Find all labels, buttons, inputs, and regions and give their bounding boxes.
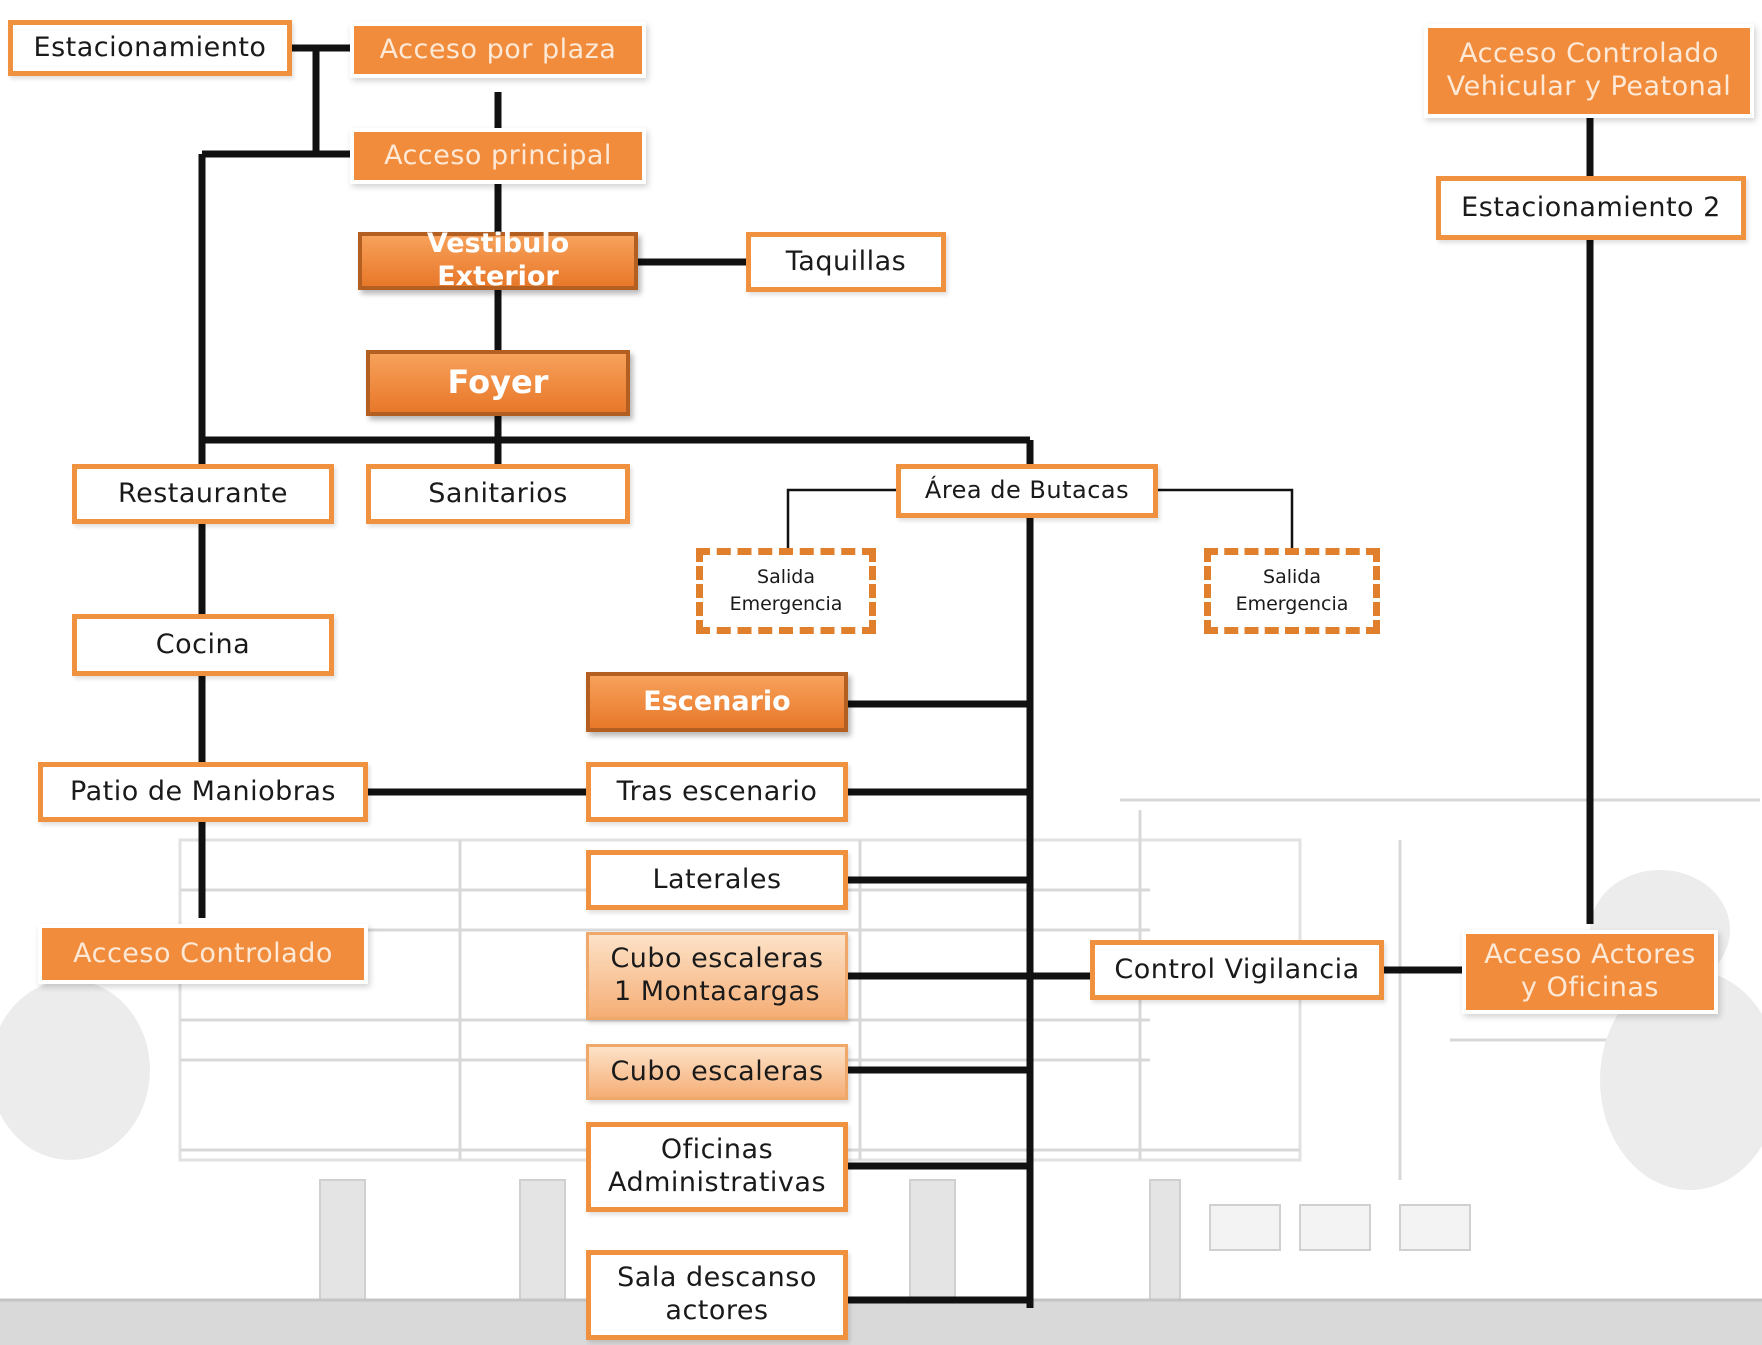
control-vigilancia-box: Control Vigilancia (1090, 940, 1384, 1000)
estacionamiento-2-box: Estacionamiento 2 (1436, 176, 1746, 240)
foyer-box: Foyer (366, 350, 630, 416)
restaurante-box: Restaurante (72, 464, 334, 524)
oficinas-administrativas-box: Oficinas Administrativas (586, 1122, 848, 1212)
sanitarios-box: Sanitarios (366, 464, 630, 524)
escenario-box: Escenario (586, 672, 848, 732)
cocina-box: Cocina (72, 614, 334, 676)
tras-escenario-box: Tras escenario (586, 762, 848, 822)
salida-emergencia-right-box: Salida Emergencia (1204, 548, 1380, 634)
acceso-principal-box: Acceso principal (350, 128, 646, 184)
connector-butacas-salida-1 (786, 488, 898, 552)
acceso-controlado-vehicular-peatonal-box: Acceso Controlado Vehicular y Peatonal (1424, 24, 1754, 118)
connector-butacas-salida-2 (1158, 488, 1294, 552)
sala-descanso-actores-box: Sala descanso actores (586, 1250, 848, 1340)
taquillas-box: Taquillas (746, 232, 946, 292)
vestibulo-exterior-box: Vestibulo Exterior (358, 228, 638, 292)
laterales-box: Laterales (586, 850, 848, 910)
acceso-actores-oficinas-box: Acceso Actores y Oficinas (1462, 930, 1718, 1014)
patio-maniobras-box: Patio de Maniobras (38, 762, 368, 822)
cubo-escaleras-box: Cubo escaleras (586, 1044, 848, 1100)
estacionamiento-box: Estacionamiento (8, 20, 292, 76)
acceso-controlado-box: Acceso Controlado (38, 924, 368, 984)
cubo-escaleras-montacargas-box: Cubo escaleras 1 Montacargas (586, 932, 848, 1020)
acceso-plaza-box: Acceso por plaza (350, 22, 646, 78)
area-butacas-box: Área de Butacas (896, 464, 1158, 518)
salida-emergencia-left-box: Salida Emergencia (696, 548, 876, 634)
